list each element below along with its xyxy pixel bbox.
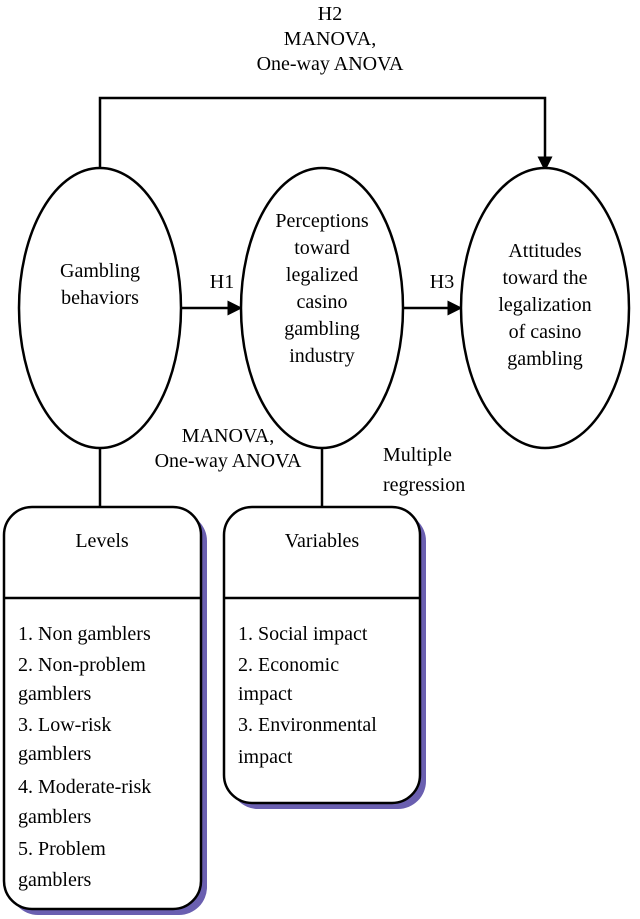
variables-line-4: 3. Environmental bbox=[238, 714, 377, 736]
variables-box-title: Variables bbox=[285, 530, 360, 552]
levels-box: Levels 1. Non gamblers 2. Non-problem ga… bbox=[2, 505, 207, 915]
attitudes-line-3: legalization bbox=[498, 294, 591, 316]
levels-line-9: gamblers bbox=[18, 869, 92, 891]
attitudes-line-2: toward the bbox=[503, 267, 588, 289]
perceptions-line-6: industry bbox=[289, 345, 355, 367]
levels-line-1: 1. Non gamblers bbox=[18, 623, 151, 645]
levels-box-title: Levels bbox=[75, 530, 129, 552]
variables-line-2: 2. Economic bbox=[238, 654, 339, 676]
levels-line-5: gamblers bbox=[18, 743, 92, 765]
levels-line-8: 5. Problem bbox=[18, 838, 106, 860]
levels-box-frame bbox=[2, 505, 203, 911]
perceptions-text: Perceptions toward legalized casino gamb… bbox=[275, 210, 369, 367]
manova-label-line-1: MANOVA, bbox=[182, 425, 274, 447]
h1-label: H1 bbox=[210, 271, 234, 293]
h2-label-group: H2 MANOVA, One-way ANOVA bbox=[257, 3, 404, 75]
attitudes-text: Attitudes toward the legalization of cas… bbox=[498, 240, 591, 370]
h2-method-2: One-way ANOVA bbox=[257, 53, 404, 75]
levels-line-4: 3. Low-risk bbox=[18, 714, 111, 736]
attitudes-line-5: gambling bbox=[507, 348, 583, 370]
h2-arrow bbox=[98, 96, 553, 172]
variables-line-3: impact bbox=[238, 683, 293, 705]
regression-label-line-2: regression bbox=[383, 474, 465, 496]
attitudes-node bbox=[459, 166, 631, 450]
perceptions-line-1: Perceptions bbox=[275, 210, 369, 232]
manova-label-group: MANOVA, One-way ANOVA bbox=[155, 425, 302, 472]
variables-line-5: impact bbox=[238, 746, 293, 768]
attitudes-line-4: of casino bbox=[509, 321, 582, 343]
attitudes-line-1: Attitudes bbox=[508, 240, 582, 262]
variables-box-frame bbox=[222, 505, 422, 805]
levels-line-2: 2. Non-problem bbox=[18, 654, 146, 676]
h2-label: H2 bbox=[318, 3, 342, 25]
h3-label: H3 bbox=[430, 271, 454, 293]
gambling-behaviors-text: Gambling behaviors bbox=[60, 260, 140, 309]
perceptions-line-5: gambling bbox=[284, 318, 360, 340]
gambling-behaviors-node bbox=[17, 166, 183, 450]
gambling-behaviors-line-2: behaviors bbox=[61, 287, 139, 309]
perceptions-line-3: legalized bbox=[286, 264, 358, 286]
manova-label-line-2: One-way ANOVA bbox=[155, 450, 302, 472]
regression-label-line-1: Multiple bbox=[383, 444, 452, 466]
levels-line-6: 4. Moderate-risk bbox=[18, 776, 151, 798]
gambling-behaviors-line-1: Gambling bbox=[60, 260, 140, 282]
regression-label-group: Multiple regression bbox=[383, 444, 465, 496]
levels-line-3: gamblers bbox=[18, 683, 92, 705]
perceptions-line-4: casino bbox=[296, 291, 347, 313]
levels-line-7: gamblers bbox=[18, 806, 92, 828]
perceptions-node bbox=[239, 166, 405, 450]
variables-line-1: 1. Social impact bbox=[238, 623, 368, 645]
variables-box: Variables 1. Social impact 2. Economic i… bbox=[222, 505, 426, 809]
perceptions-line-2: toward bbox=[294, 237, 350, 259]
h2-method-1: MANOVA, bbox=[284, 28, 376, 50]
